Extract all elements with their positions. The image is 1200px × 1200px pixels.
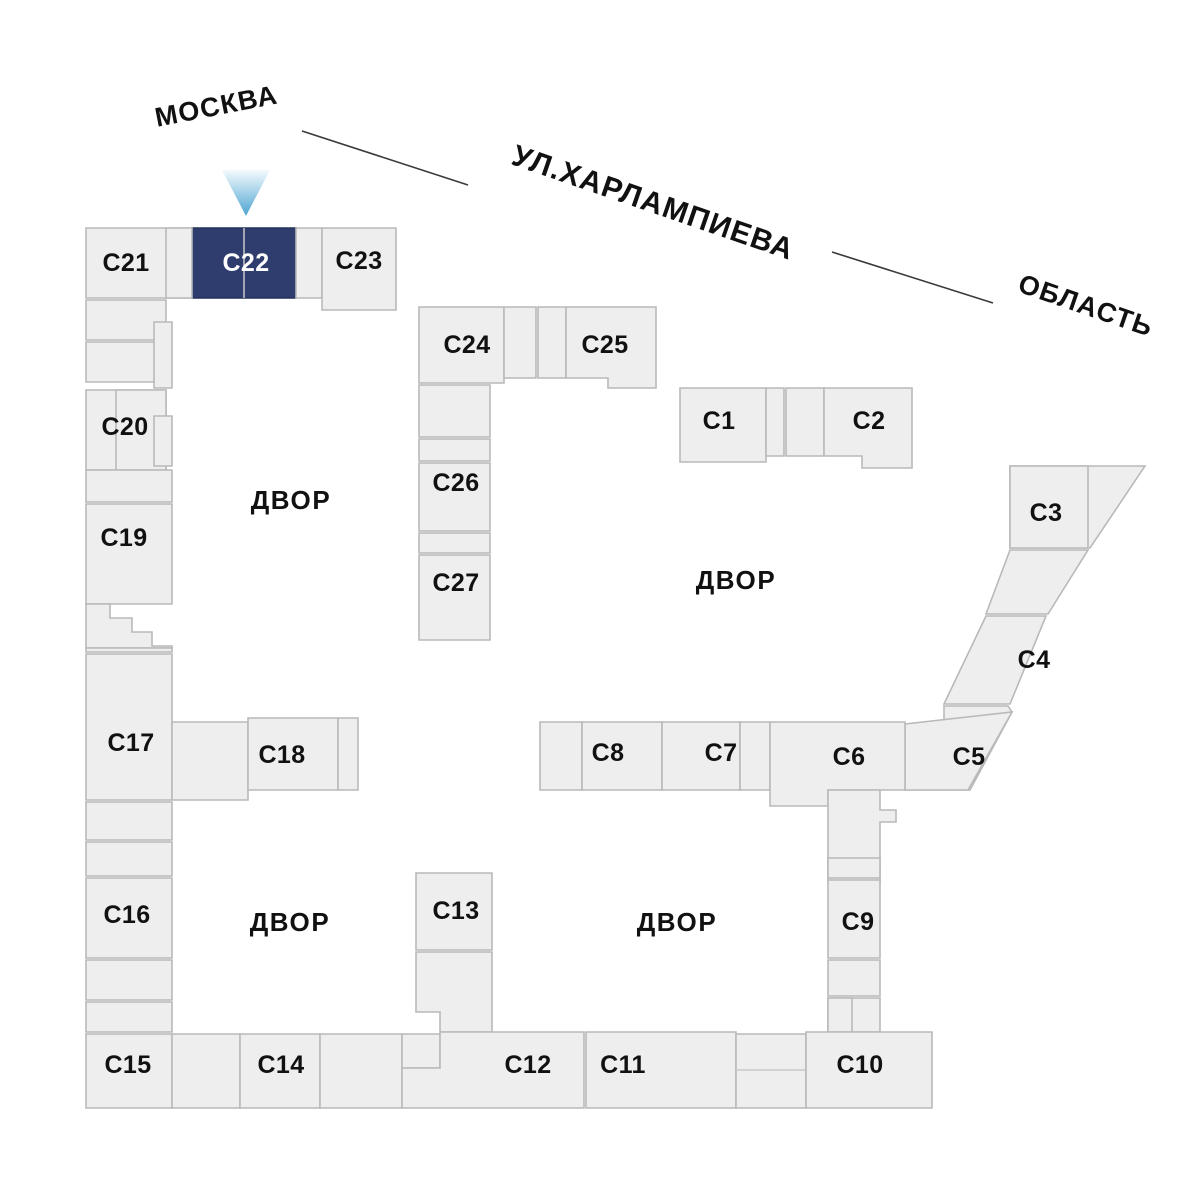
direction-label-start: МОСКВА: [152, 80, 280, 133]
courtyard-label-sw: ДВОР: [250, 907, 331, 937]
section-label-C27: C27: [432, 569, 479, 597]
section-label-C23: C23: [335, 247, 382, 275]
section-label-C24: C24: [443, 331, 490, 359]
section-shape-c13-tail[interactable]: [415, 951, 493, 1033]
street-annotation: МОСКВА УЛ.ХАРЛАМПИЕВА ОБЛАСТЬ: [152, 80, 1157, 343]
section-shape-left-b2[interactable]: [85, 469, 173, 503]
section-shape-C16[interactable]: [85, 877, 173, 959]
direction-label-end: ОБЛАСТЬ: [1015, 268, 1158, 342]
section-shape-mid-gap-a[interactable]: [503, 306, 537, 379]
section-shape-left-e2[interactable]: [85, 1001, 173, 1033]
section-label-C11: C11: [600, 1051, 646, 1079]
section-shape-bottom-gap-a[interactable]: [171, 1033, 241, 1109]
section-shape-left-d2[interactable]: [85, 841, 173, 877]
section-label-C14: C14: [257, 1051, 304, 1079]
section-shape-C27[interactable]: [418, 554, 491, 641]
section-shape-C2[interactable]: [823, 387, 913, 469]
block-group-c9: C9: [827, 789, 897, 1033]
section-label-C9: C9: [842, 908, 875, 936]
section-shape-left-a3[interactable]: [153, 321, 173, 389]
section-label-C13: C13: [432, 897, 479, 925]
block-group-c1c2: C1 C2: [679, 387, 913, 469]
courtyard-label-se: ДВОР: [637, 907, 718, 937]
section-shape-C17[interactable]: [85, 653, 173, 801]
block-group-middle: C24 C25 C26 C27: [418, 306, 657, 641]
section-shape-C9[interactable]: [827, 879, 881, 959]
section-shape-C19[interactable]: [85, 503, 173, 605]
street-leader-right: [831, 251, 994, 304]
block-group-left: C20 C19 C17 C18 C16: [85, 299, 359, 1033]
courtyard-labels: ДВОР ДВОР ДВОР ДВОР: [250, 485, 777, 937]
section-shape-C3-sub[interactable]: [1009, 465, 1089, 549]
section-shape-left-c1[interactable]: [85, 647, 173, 653]
section-label-C2: C2: [853, 407, 886, 435]
section-label-C3: C3: [1030, 499, 1063, 527]
section-shape-top-gap-b[interactable]: [295, 227, 323, 299]
section-shape-c9-notch[interactable]: [827, 997, 853, 1033]
section-shape-C13[interactable]: [415, 872, 493, 951]
section-label-C25: C25: [581, 331, 628, 359]
section-shape-left-steps[interactable]: [85, 603, 173, 649]
section-label-C1: C1: [703, 407, 736, 435]
section-shape-C10[interactable]: [805, 1031, 933, 1109]
section-shape-C23[interactable]: [321, 227, 397, 311]
block-group-right-wing: C3 C4 C5: [904, 465, 1147, 791]
courtyard-label-ne: ДВОР: [696, 565, 777, 595]
section-label-C5: C5: [953, 743, 986, 771]
courtyard-label-nw: ДВОР: [251, 485, 332, 515]
section-shape-midbar-left[interactable]: [539, 721, 583, 791]
section-label-C16: C16: [103, 901, 150, 929]
section-label-C8: C8: [592, 739, 625, 767]
location-pin-icon: [222, 170, 270, 216]
section-shape-c1c2-gap-a[interactable]: [765, 387, 785, 457]
section-label-C20: C20: [101, 413, 148, 441]
section-label-C4: C4: [1018, 646, 1051, 674]
section-shape-mid-c3[interactable]: [418, 532, 491, 554]
section-shape-C24[interactable]: [418, 306, 505, 384]
section-label-C6: C6: [833, 743, 866, 771]
block-group-top: C21 C22 C23: [85, 227, 397, 311]
section-shape-C12[interactable]: [401, 1031, 585, 1109]
section-label-C17: C17: [107, 729, 154, 757]
section-shape-c1c2-gap-b[interactable]: [785, 387, 825, 457]
section-shape-C1[interactable]: [679, 387, 767, 463]
section-label-C15: C15: [104, 1051, 151, 1079]
block-group-bottom: C15 C14 C12 C11 C10: [85, 1031, 933, 1109]
section-shape-C17-ext[interactable]: [171, 721, 249, 801]
section-shape-C18-ext[interactable]: [337, 717, 359, 791]
section-label-C7: C7: [705, 739, 738, 767]
section-shape-left-e1[interactable]: [85, 959, 173, 1001]
section-shape-bottom-step[interactable]: [401, 1033, 441, 1069]
section-shape-wing-mid[interactable]: [984, 549, 1090, 615]
section-label-C21: C21: [102, 249, 149, 277]
section-shape-C4[interactable]: [942, 615, 1048, 705]
section-label-C26: C26: [432, 469, 479, 497]
section-label-C10: C10: [836, 1051, 883, 1079]
section-shape-left-b1[interactable]: [153, 415, 173, 467]
section-label-C18: C18: [258, 741, 305, 769]
street-leader-left: [301, 130, 469, 186]
section-shape-mid-c2[interactable]: [418, 438, 491, 462]
section-shape-mid-gap-b[interactable]: [537, 306, 567, 379]
section-shape-C26[interactable]: [418, 462, 491, 532]
section-shape-left-d1[interactable]: [85, 801, 173, 841]
block-group-c13: C13: [415, 872, 493, 1033]
section-label-C22: C22: [222, 249, 269, 277]
section-label-C12: C12: [504, 1051, 551, 1079]
street-name-label: УЛ.ХАРЛАМПИЕВА: [508, 139, 799, 267]
section-shape-bottom-gap-b[interactable]: [319, 1033, 403, 1109]
section-shape-C25[interactable]: [565, 306, 657, 389]
section-label-C19: C19: [100, 524, 147, 552]
section-shape-midbar-gap[interactable]: [739, 721, 771, 791]
section-shape-top-gap-a[interactable]: [165, 227, 193, 299]
block-group-midbar: C8 C7 C6: [539, 721, 906, 807]
section-shape-mid-c1[interactable]: [418, 384, 491, 438]
section-shape-bottom-gap-c[interactable]: [735, 1033, 807, 1109]
section-shape-c9-gap1[interactable]: [827, 857, 881, 879]
section-shape-c9-gap2[interactable]: [827, 959, 881, 997]
